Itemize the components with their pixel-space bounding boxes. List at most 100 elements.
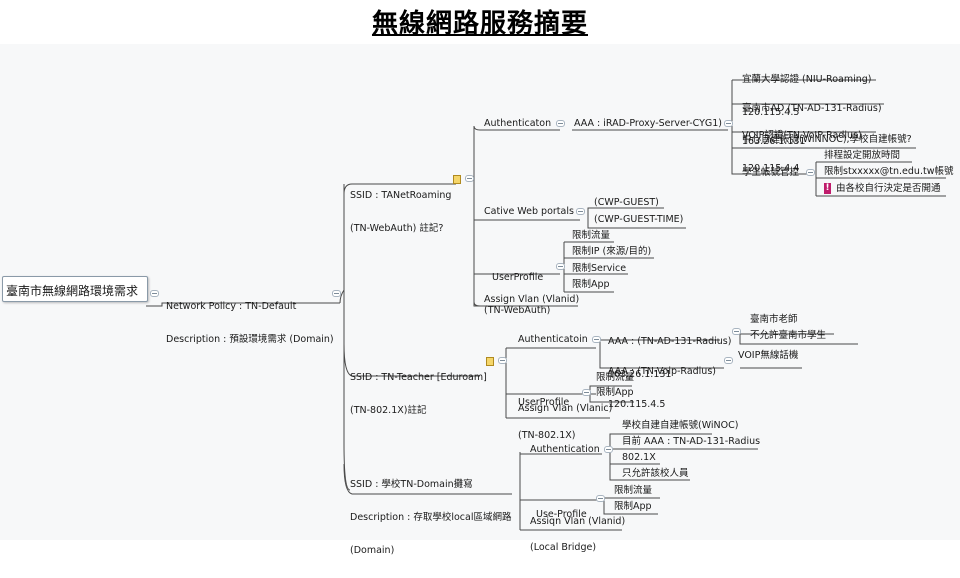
ssid3-auth-child-4[interactable]: 只允許該校人員: [622, 468, 689, 479]
ssid2-userprofile-line2: (TN-802.1X): [518, 430, 576, 441]
ssid3-up-child-1[interactable]: 限制流量: [614, 485, 653, 496]
ssid3-line1: SSID : 學校TN-Domain攤寫: [350, 479, 473, 490]
ssid2-aaa2-line2: 120.115.4.5: [608, 399, 666, 410]
ssid2-assign-vlan[interactable]: Assign Vlan (Vlanic): [518, 403, 613, 414]
link-ssid1-vlan: [473, 274, 578, 307]
collapse-toggle-icon[interactable]: [498, 357, 507, 364]
aaa-child-4[interactable]: 中心自建帳號(WiNNOC),學校自建帳號?: [742, 134, 912, 145]
ssid3-line2: Description : 存取學校local區域網路: [350, 512, 512, 523]
aaa-child-3-line2: 120.115.4.4: [742, 163, 800, 174]
note-icon[interactable]: [486, 357, 494, 366]
ssid3-assign-vlan[interactable]: Assiqn Vlan (Vlanid): [530, 516, 626, 527]
aaa-child-2[interactable]: 臺南市AD (TN-AD-131-Radius) 163.26.1.131: [742, 81, 882, 169]
captive-child-1[interactable]: (CWP-GUEST): [594, 197, 659, 208]
ssid3-line3: (Domain): [350, 545, 395, 556]
ssid1-userprofile-line2: (TN-WebAuth): [484, 305, 551, 316]
note-icon[interactable]: [453, 175, 461, 184]
link-captive-spine: [587, 207, 686, 229]
up-child-1[interactable]: 限制流量: [572, 230, 611, 241]
network-policy-line1: Network Policy : TN-Default: [166, 301, 297, 312]
ssid2-aaa1-line2: 163.26.1.131: [608, 369, 672, 380]
student-child-3[interactable]: 由各校自行決定是否開通: [836, 183, 941, 194]
collapse-toggle-icon[interactable]: [724, 120, 733, 127]
link-policy-spine: [339, 184, 351, 491]
aaa-child-2-line2: 163.26.1.131: [742, 136, 806, 147]
up-child-4[interactable]: 限制App: [572, 279, 610, 290]
collapse-toggle-icon[interactable]: [465, 175, 474, 182]
student-child-1[interactable]: 排程設定開放時間: [824, 150, 901, 161]
aaa1-child-2[interactable]: 不允許臺南市學生: [750, 330, 827, 341]
alert-icon: !: [824, 183, 831, 194]
ssid3-userprofile-line2: (Local Bridge): [530, 542, 597, 553]
ssid3-up-child-2[interactable]: 限制App: [614, 501, 652, 512]
up-child-3[interactable]: 限制Service: [572, 263, 627, 274]
ssid2-up-child-1[interactable]: 限制流量: [596, 372, 635, 383]
collapse-toggle-icon[interactable]: [806, 169, 815, 176]
ssid2-line2: (TN-802.1X)註記: [350, 405, 427, 416]
ssid1-authentication[interactable]: Authenticaton: [484, 118, 552, 129]
ssid3-node[interactable]: SSID : 學校TN-Domain攤寫 Description : 存取學校l…: [350, 457, 511, 578]
link-student: [731, 148, 808, 175]
page-title: 無線網路服務摘要: [371, 9, 588, 39]
ssid1-line2: (TN-WebAuth) 註記?: [350, 223, 444, 234]
ssid3-auth-child-3[interactable]: 802.1X: [622, 452, 656, 463]
ssid1-assign-vlan[interactable]: Assign Vlan (Vlanid): [484, 294, 580, 305]
ssid2-userprofile-line1: UserProfile: [518, 397, 570, 408]
up-child-2[interactable]: 限制IP (來源/目的): [572, 246, 652, 257]
ssid2-node[interactable]: SSID : TN-Teacher [Eduroam] (TN-802.1X)註…: [350, 350, 487, 438]
collapse-toggle-icon[interactable]: [724, 357, 733, 364]
aaa-child-3-line1: VOIP認證(TN-VoIP-Radius): [742, 130, 862, 141]
network-policy-node[interactable]: Network Policy : TN-Default Description …: [166, 279, 334, 367]
aaa1-child-1[interactable]: 臺南市老師: [750, 314, 798, 325]
ssid3-authentication[interactable]: Authentication: [530, 444, 600, 455]
aaa2-child-1[interactable]: VOIP無線話機: [738, 350, 799, 361]
ssid1-userprofile[interactable]: UserProfile (TN-WebAuth): [484, 250, 550, 338]
student-child-2[interactable]: 限制stxxxxx@tn.edu.tw帳號: [824, 166, 954, 177]
root-label: 臺南市無線網路環境需求: [6, 284, 139, 298]
collapse-toggle-icon[interactable]: [576, 208, 585, 215]
collapse-toggle-icon[interactable]: [596, 495, 605, 502]
captive-child-2[interactable]: (CWP-GUEST-TIME): [594, 214, 684, 225]
title-bar: 無線網路服務摘要: [0, 0, 960, 44]
ssid2-aaa1[interactable]: AAA : (TN-AD-131-Radius) 163.26.1.131: [608, 314, 731, 402]
ssid1-userprofile-line1: UserProfile: [492, 272, 544, 283]
ssid2-up-child-2[interactable]: 限制App: [596, 387, 634, 398]
link-ssid1: [343, 183, 456, 195]
collapse-toggle-icon[interactable]: [592, 336, 601, 343]
collapse-toggle-icon[interactable]: [582, 389, 591, 396]
link-root-policy: [146, 302, 340, 307]
ssid2-authentication[interactable]: Authenticatoin: [518, 334, 588, 345]
collapse-toggle-icon[interactable]: [556, 120, 565, 127]
link-ssid3: [343, 463, 512, 495]
aaa-child-1[interactable]: 宜蘭大學認證 (NIU-Roaming) 120.115.4.5: [742, 52, 871, 140]
aaa-child-1-line2: 120.115.4.5: [742, 107, 800, 118]
collapse-toggle-icon[interactable]: [604, 446, 613, 453]
aaa-child-2-line1: 臺南市AD (TN-AD-131-Radius): [742, 103, 882, 114]
collapse-toggle-icon[interactable]: [732, 328, 741, 335]
mindmap-links: [146, 79, 946, 531]
collapse-toggle-icon[interactable]: [150, 290, 159, 297]
ssid2-aaa2-line1: AAA : (TN-Voip-Radius): [608, 366, 716, 377]
collapse-toggle-icon[interactable]: [332, 290, 341, 297]
link-ssid1-spine: [473, 125, 481, 307]
aaa-child-3[interactable]: VOIP認證(TN-VoIP-Radius) 120.115.4.4: [742, 108, 862, 196]
ssid3-userprofile-line1: Use-Profile: [536, 509, 587, 520]
ssid2-line1: SSID : TN-Teacher [Eduroam]: [350, 372, 487, 383]
ssid2-userprofile[interactable]: UserProfile (TN-802.1X): [518, 375, 575, 463]
ssid1-line1: SSID : TANetRoaming: [350, 190, 452, 201]
root-node[interactable]: 臺南市無線網路環境需求: [2, 276, 148, 302]
ssid1-aaa[interactable]: AAA : iRAD-Proxy-Server-CYG1): [574, 118, 723, 129]
network-policy-line2: Description : 預設環境需求 (Domain): [166, 334, 334, 345]
ssid3-auth-child-2[interactable]: 目前 AAA : TN-AD-131-Radius: [622, 436, 761, 447]
ssid3-auth-child-1[interactable]: 學校自建自建帳號(WiNOC): [622, 420, 739, 431]
mindmap-canvas: 臺南市無線網路環境需求 Network Policy : TN-Default …: [0, 44, 960, 556]
ssid1-captive[interactable]: Cative Web portals: [484, 206, 574, 217]
ssid2-aaa1-line1: AAA : (TN-AD-131-Radius): [608, 336, 732, 347]
ssid2-aaa2[interactable]: AAA : (TN-Voip-Radius) 120.115.4.5: [608, 344, 716, 432]
ssid3-userprofile[interactable]: Use-Profile (Local Bridge): [530, 487, 596, 575]
link-ssid2: [343, 343, 480, 377]
student-mgmt-node[interactable]: 學生帳號管控: [742, 167, 800, 178]
ssid1-node[interactable]: SSID : TANetRoaming (TN-WebAuth) 註記?: [350, 168, 451, 256]
aaa-child-1-line1: 宜蘭大學認證 (NIU-Roaming): [742, 74, 872, 85]
collapse-toggle-icon[interactable]: [556, 263, 565, 270]
